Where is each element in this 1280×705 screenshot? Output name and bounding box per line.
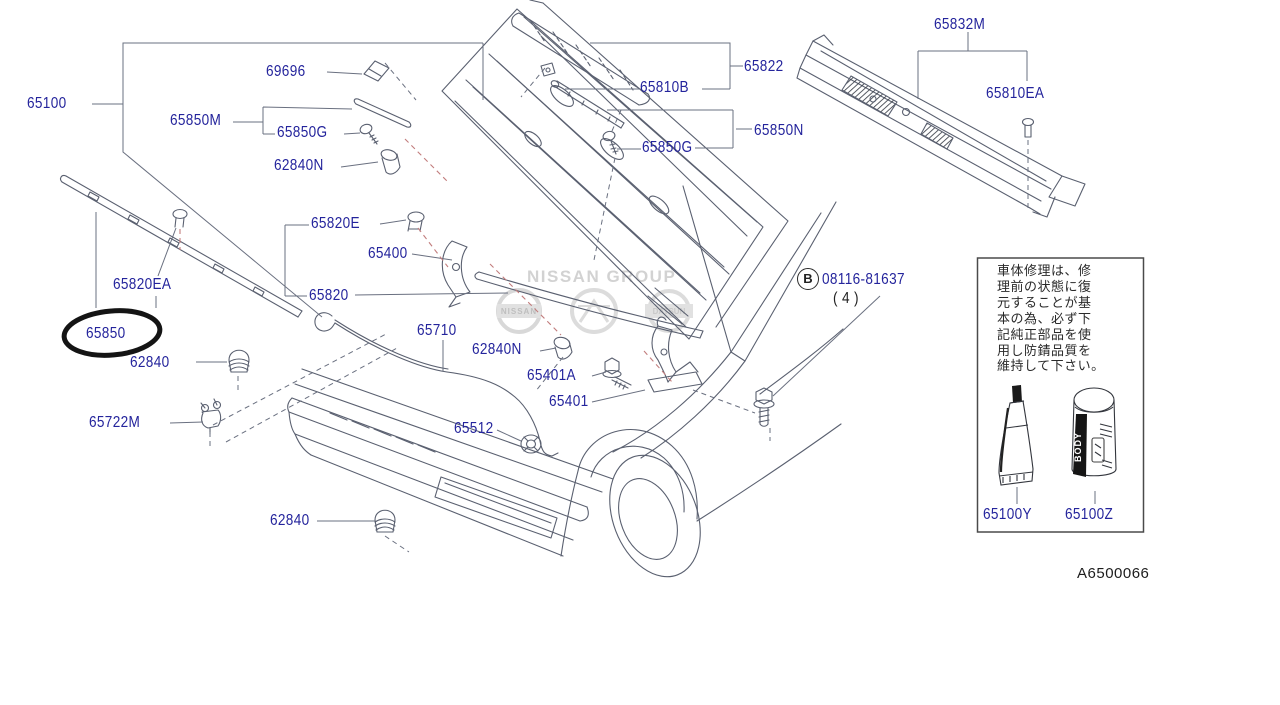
hood-seal-rod-drawing: [550, 80, 625, 129]
grommet-62840N-left-drawing: [380, 149, 401, 175]
bolt-B-drawing: [753, 387, 775, 427]
repair-note-line: 理前の状態に復: [997, 279, 1092, 295]
front-moulding-strip-drawing: [60, 175, 303, 318]
can-body-text: BODY: [1073, 432, 1083, 462]
hood-moulding-drawing: [511, 12, 651, 106]
repair-note-line: 本の為、必ず下: [997, 311, 1092, 327]
watermark-text: NISSAN GROUP: [527, 267, 676, 286]
grommet-65512-drawing: [520, 434, 542, 454]
bumper-rubber-62840-lower-drawing: [374, 509, 396, 533]
screw-65850G-right-drawing: [602, 130, 619, 155]
hidden-lines: [209, 62, 1029, 553]
pin-65820EA-drawing: [172, 208, 188, 228]
screw-65850G-left-drawing: [359, 123, 379, 145]
hood-panel-drawing: [441, 0, 789, 340]
nissan-logo-icon: NISSAN: [496, 288, 542, 334]
car-body-drawing: [287, 185, 844, 578]
repair-note-line: 用し防錆品質を: [997, 343, 1092, 359]
pin-65820E-drawing: [407, 211, 425, 232]
bumper-rubber-62840-upper-drawing: [228, 349, 250, 373]
leader-lines: [92, 32, 1096, 522]
bolt-65401A-drawing: [602, 357, 632, 390]
repair-note-line: 車体修理は、修: [997, 264, 1092, 279]
note-box: BODY: [976, 257, 1145, 533]
repair-note-text: 車体修理は、修理前の状態に復元することが基本の為、必ず下記純正部品を使用し防錆品…: [997, 264, 1127, 375]
repair-note-line: 記純正部品を使: [997, 327, 1092, 343]
hood-hinge-65401-drawing: [647, 316, 703, 393]
highlight-ellipse-65850: [61, 308, 163, 358]
repair-note-line: 維持して下さい。: [997, 359, 1105, 375]
red-hidden-lines: [179, 138, 673, 383]
spray-can-drawing: BODY: [1071, 387, 1117, 477]
cowl-top-drawing: [796, 34, 1086, 218]
grommet-62840N-center-drawing: [553, 336, 573, 360]
touch-up-tube-drawing: [998, 385, 1034, 486]
svg-text:NISSAN: NISSAN: [501, 307, 537, 316]
diagram-code: A6500066: [1077, 565, 1150, 582]
svg-text:DATSUN: DATSUN: [653, 307, 686, 316]
repair-note-line: 元することが基: [997, 295, 1092, 311]
clip-65722M-drawing: [200, 398, 222, 435]
fastener-ref-circle: B: [797, 268, 819, 290]
pin-65810EA-drawing: [1021, 117, 1035, 138]
hood-lock-bracket-drawing: [441, 240, 471, 308]
clip-69696-drawing: [363, 60, 390, 82]
hood-front-seal-drawing: [474, 271, 704, 339]
infiniti-logo-icon: [570, 288, 618, 334]
hood-support-rod-drawing: [314, 312, 559, 457]
moulding-65850M-drawing: [353, 98, 412, 128]
